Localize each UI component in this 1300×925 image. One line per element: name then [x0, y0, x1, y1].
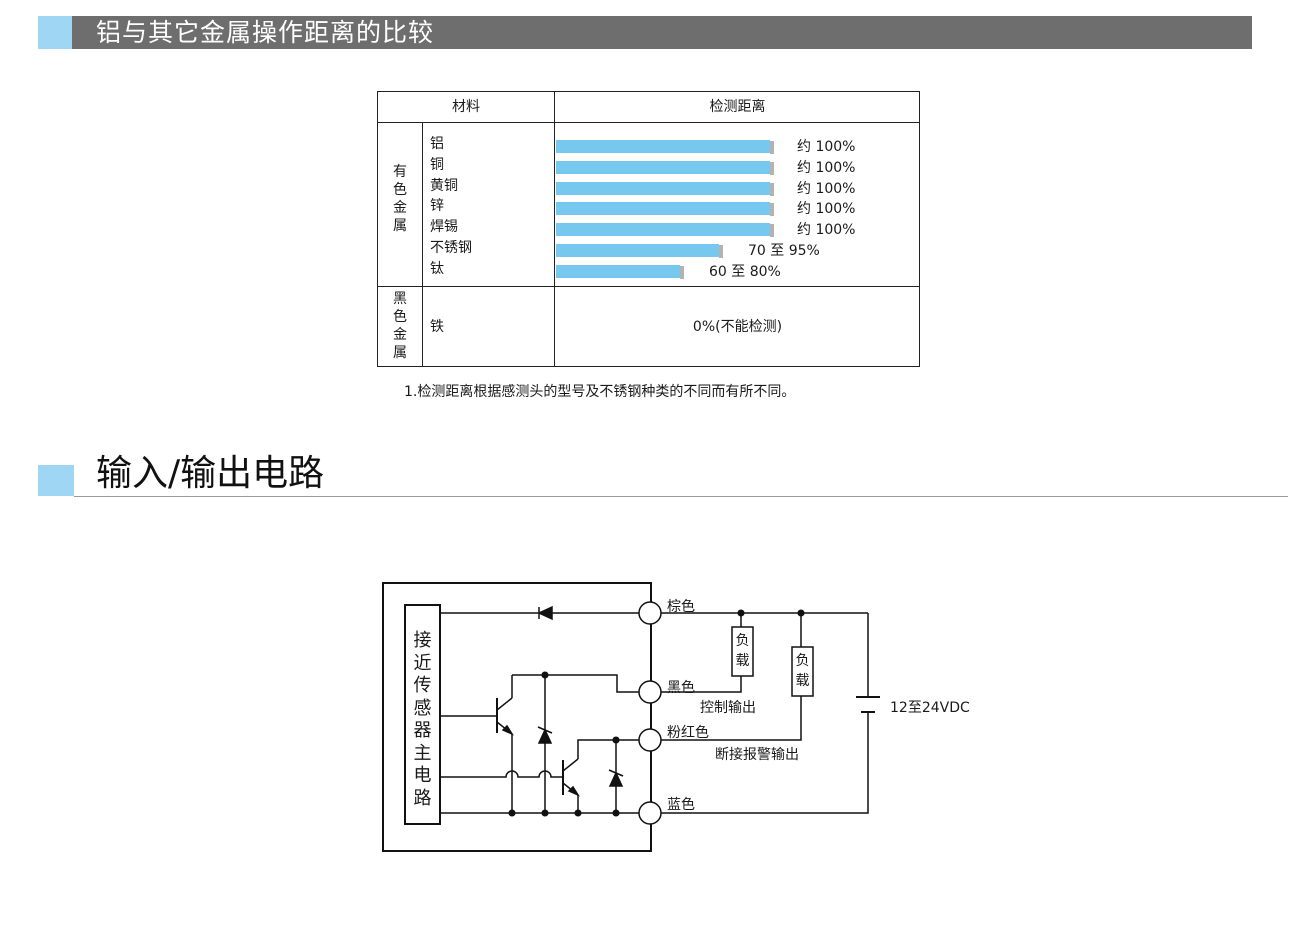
section-title: 输入/输出电路	[96, 453, 325, 494]
main-circuit-label: 接 近 传 感 器 主 电 路	[405, 630, 440, 810]
label-char: 接	[413, 630, 432, 651]
group-char: 属	[393, 218, 407, 234]
label-char: 主	[413, 742, 432, 764]
bar-fill	[556, 160, 770, 174]
terminal-blue-label: 蓝色	[667, 797, 695, 813]
material-name: 焊锡	[430, 219, 458, 236]
group-char: 金	[393, 200, 407, 216]
load-label-1: 负 载	[732, 631, 753, 671]
material-name: 铜	[430, 156, 444, 173]
bar-shadow	[719, 245, 723, 258]
bar-shadow	[770, 182, 774, 196]
label-char: 负	[795, 653, 810, 669]
material-name: 钛	[430, 260, 444, 277]
header-material: 材料	[452, 99, 480, 115]
control-output-label: 控制输出	[700, 700, 756, 716]
label-char: 载	[735, 653, 750, 669]
group-char: 黑	[393, 291, 407, 307]
table-group-divider	[378, 286, 919, 287]
disconnect-alarm-output-label: 断接报警输出	[715, 747, 799, 763]
terminal-pink-label: 粉红色	[667, 725, 709, 741]
label-char: 感	[413, 697, 432, 719]
distance-value: 约 100%	[797, 222, 856, 239]
material-name: 黄铜	[430, 177, 458, 194]
material-name-iron: 铁	[430, 319, 444, 335]
group-ferrous-label: 黑 色 金 属	[378, 290, 422, 362]
distance-value: 约 100%	[797, 180, 856, 197]
footnote: 1.检测距离根据感测头的型号及不锈钢种类的不同而有所不同。	[404, 384, 796, 400]
table-divider-group-ferrous	[422, 288, 423, 366]
section-bar	[72, 16, 1252, 49]
distance-value: 约 100%	[797, 159, 856, 176]
header-distance: 检测距离	[709, 99, 766, 115]
bar-shadow	[680, 265, 684, 279]
comparison-table: 材料 检测距离 有 色 金 属 黑 色 金 属 铝 铜 黄铜 锌 焊锡 不锈钢 …	[377, 91, 920, 367]
load-label-2: 负 载	[792, 651, 813, 691]
terminal-black-label: 黑色	[667, 680, 695, 696]
section-title: 铝与其它金属操作距离的比较	[96, 18, 435, 47]
bar-shadow	[770, 224, 774, 238]
bar-shadow	[770, 161, 774, 175]
supply-voltage-label: 12至24VDC	[890, 700, 970, 716]
group-char: 有	[393, 164, 407, 180]
iron-distance-value: 0%(不能检测)	[692, 319, 783, 335]
table-divider-column	[554, 92, 555, 366]
label-char: 负	[735, 633, 750, 649]
sensor-housing	[382, 582, 652, 852]
bar-fill	[556, 202, 770, 216]
group-char: 色	[393, 182, 407, 198]
label-char: 电	[413, 765, 432, 786]
material-name: 铝	[430, 136, 444, 152]
distance-value: 约 100%	[797, 201, 856, 218]
group-char: 属	[393, 345, 407, 361]
main-circuit-box	[404, 604, 441, 825]
bar-fill	[556, 264, 680, 278]
material-name: 锌	[430, 198, 444, 215]
section-header-comparison: 铝与其它金属操作距离的比较	[38, 16, 1252, 49]
section-accent	[38, 465, 74, 496]
table-header-divider	[378, 122, 919, 123]
distance-value: 约 100%	[797, 139, 856, 155]
label-char: 传	[413, 675, 432, 696]
terminal-brown-label: 棕色	[667, 599, 695, 615]
distance-value: 70 至 95%	[748, 243, 820, 259]
bar-fill	[556, 223, 770, 237]
bar-fill	[556, 244, 719, 257]
section-accent	[38, 16, 72, 49]
distance-value: 60 至 80%	[709, 263, 781, 280]
table-divider-group-nonferrous	[422, 123, 423, 288]
section-underline	[74, 496, 1288, 497]
group-char: 色	[393, 309, 407, 325]
material-name: 不锈钢	[430, 240, 472, 256]
label-char: 近	[413, 652, 432, 674]
group-char: 金	[393, 327, 407, 343]
section-header-io-circuit: 输入/输出电路	[38, 453, 1288, 497]
label-char: 路	[413, 787, 432, 809]
bar-fill	[556, 181, 770, 195]
label-char: 器	[413, 720, 432, 741]
bar-shadow	[770, 141, 774, 154]
label-char: 载	[795, 673, 810, 689]
bar-shadow	[770, 203, 774, 217]
bar-fill	[556, 140, 770, 153]
group-nonferrous-label: 有 色 金 属	[378, 163, 422, 235]
